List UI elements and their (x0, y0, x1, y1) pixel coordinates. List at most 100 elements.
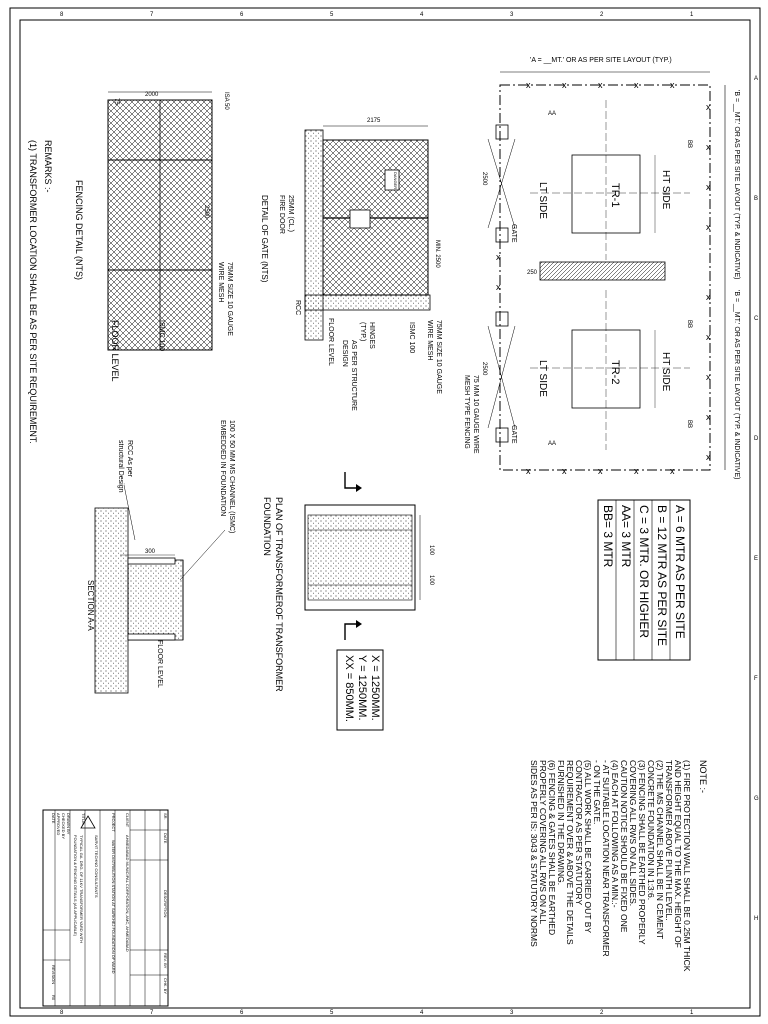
svg-text:(6) FENCING & GATES SHALL BE E: (6) FENCING & GATES SHALL BE EARTHED (547, 760, 557, 935)
svg-text:F: F (754, 676, 758, 682)
svg-text:AS PER STRUCTURE: AS PER STRUCTURE (350, 340, 357, 411)
svg-text:6: 6 (240, 1010, 244, 1016)
gate-1: 2500 GATE (481, 124, 517, 243)
gate-detail: DANGER 2175 MIN. 2500 25MM (CL.) FIRE DO… (260, 118, 442, 411)
svg-text:8: 8 (60, 1010, 64, 1016)
svg-text:DANGER: DANGER (393, 172, 398, 189)
svg-text:x: x (598, 80, 603, 90)
inner-border (19, 19, 751, 1009)
fencing-detail: 2000 75 2500 ISA 50 75MM SIZE 10 GAUGE W… (74, 91, 233, 382)
svg-text:x: x (706, 142, 711, 152)
svg-text:300: 300 (145, 549, 156, 555)
svg-text:B: B (754, 196, 758, 202)
svg-text:E: E (754, 556, 758, 562)
svg-text:x: x (706, 372, 711, 382)
svg-text:x: x (598, 466, 603, 476)
svg-text:2000: 2000 (145, 92, 159, 98)
svg-text:SIDES AS PER IS: 3043 & STATUT: SIDES AS PER IS: 3043 & STATUTORY NORMS (529, 760, 539, 947)
svg-text:ISMC 100: ISMC 100 (408, 322, 415, 353)
svg-text:DETAIL OF GATE (NTS): DETAIL OF GATE (NTS) (260, 195, 269, 283)
svg-text:(TYP.): (TYP.) (359, 322, 366, 341)
svg-text:X = 1250MM.: X = 1250MM. (369, 655, 381, 721)
svg-text:LT SIDE: LT SIDE (537, 360, 548, 397)
svg-text:H: H (754, 916, 758, 922)
notes: NOTE :- (1) FIRE PROTECTION WALL SHALL B… (529, 760, 708, 972)
svg-text:3: 3 (510, 12, 514, 18)
svg-text:REVISION: REVISION (51, 965, 56, 984)
svg-text:4: 4 (420, 1010, 424, 1016)
dim-a-label: 'A = __MT.' OR AS PER SITE LAYOUT (TYP.) (530, 57, 672, 64)
svg-text:(3) FENCING SHALL BE EARTHED P: (3) FENCING SHALL BE EARTHED PROPERLY (637, 760, 647, 945)
svg-text:75MM SIZE 10 GAUGE: 75MM SIZE 10 GAUGE (435, 320, 442, 394)
svg-text:BB: BB (686, 320, 692, 328)
svg-text:5: 5 (330, 12, 334, 18)
svg-text:x: x (706, 102, 711, 112)
svg-text:HT SIDE: HT SIDE (660, 352, 671, 392)
foundation-section-aa: 300 SECTION A-A FLOOR LEVEL RCC As per s… (86, 420, 235, 694)
svg-text:25MM (CL.): 25MM (CL.) (287, 195, 294, 232)
svg-text:A: A (754, 76, 758, 82)
svg-text:100: 100 (428, 575, 434, 586)
svg-text:FOUNDATION & FENCING DETAILS (: FOUNDATION & FENCING DETAILS (AS APPLICA… (73, 835, 78, 937)
svg-text:x: x (496, 252, 501, 262)
svg-text:PROPERLY COVERING ALL RWS ON A: PROPERLY COVERING ALL RWS ON ALL (538, 760, 548, 924)
title-block: SR. DATE DESCRIPTION REV. BY CHK. BY CLI… (42, 809, 169, 1007)
grid-labels-bottom: 8 7 6 5 4 3 2 1 (60, 1010, 694, 1016)
svg-text:x: x (496, 282, 501, 292)
svg-text:2: 2 (600, 12, 604, 18)
svg-text:TR-1: TR-1 (609, 183, 621, 207)
svg-text:XX = 850MM.: XX = 850MM. (343, 655, 355, 722)
svg-text:NOTE :-: NOTE :- (698, 760, 708, 793)
svg-text:FURNISHED IN THE DRAWING.: FURNISHED IN THE DRAWING. (556, 760, 566, 885)
svg-text:ISA 50: ISA 50 (223, 92, 229, 110)
grid-labels-top: 8 7 6 5 4 3 2 1 (60, 12, 694, 18)
svg-text:BB= 3 MTR: BB= 3 MTR (601, 505, 615, 568)
svg-text:x: x (706, 412, 711, 422)
svg-text:REV. BY: REV. BY (163, 953, 168, 969)
svg-text:REQUIREMENT OVER & ABOVE THE D: REQUIREMENT OVER & ABOVE THE DETAILS (565, 760, 575, 945)
svg-text:FLOOR LEVEL: FLOOR LEVEL (327, 318, 334, 366)
svg-text:75: 75 (113, 98, 119, 105)
svg-text:D: D (754, 436, 759, 442)
svg-text:SR.: SR. (163, 813, 168, 820)
svg-text:1: 1 (690, 12, 694, 18)
svg-text:WIRE MESH: WIRE MESH (217, 262, 224, 302)
svg-text:structural Design: structural Design (117, 440, 124, 493)
svg-text:SARVIT TECHNO CONSULTANTS: SARVIT TECHNO CONSULTANTS (94, 835, 99, 898)
svg-text:CAUTION NOTICE SHOULD BE FIXED: CAUTION NOTICE SHOULD BE FIXED ONE (619, 760, 629, 933)
svg-text:x: x (706, 292, 711, 302)
svg-text:HINGES: HINGES (368, 322, 375, 349)
svg-text:FLOOR LEVEL: FLOOR LEVEL (156, 640, 163, 688)
svg-text:FOUNDATION: FOUNDATION (262, 497, 272, 556)
svg-text:x: x (526, 80, 531, 90)
svg-text:COVERING ALL RWS ON ALL SIDES.: COVERING ALL RWS ON ALL SIDES. (628, 760, 638, 906)
svg-text:250: 250 (527, 270, 538, 276)
svg-text:A = 6 MTR AS PER SITE: A = 6 MTR AS PER SITE (673, 505, 687, 639)
svg-text:CHK. BY: CHK. BY (163, 978, 168, 994)
svg-text:x: x (670, 466, 675, 476)
svg-text:CHECKED BY: CHECKED BY (61, 813, 66, 839)
svg-text:x: x (706, 332, 711, 342)
foundation-plan: 100 100 PLAN OF TRANSFORMEROF TRANSFORME… (262, 472, 434, 692)
svg-text:TR-2: TR-2 (609, 360, 621, 384)
svg-text:FLOOR LEVEL: FLOOR LEVEL (110, 320, 120, 382)
svg-text:2175: 2175 (367, 118, 381, 124)
svg-text:CONTRACTOR AS PER STATUTORY: CONTRACTOR AS PER STATUTORY (574, 760, 584, 905)
svg-text:x: x (706, 222, 711, 232)
svg-text:B = 12 MTR AS PER SITE: B = 12 MTR AS PER SITE (655, 505, 669, 646)
svg-text:REMARKS :-: REMARKS :- (43, 140, 53, 193)
dim-b-label-2: 'B = __MT.' OR AS PER SITE LAYOUT (TYP. … (733, 290, 740, 479)
svg-text:G: G (754, 796, 759, 802)
svg-text:3: 3 (510, 1010, 514, 1016)
svg-text:100: 100 (428, 545, 434, 556)
svg-text:BB: BB (686, 140, 692, 148)
svg-text:x: x (706, 452, 711, 462)
svg-text:SECTION A-A: SECTION A-A (86, 580, 95, 631)
svg-text:x: x (706, 182, 711, 192)
svg-text:ISMC 100: ISMC 100 (158, 320, 165, 351)
svg-text:x: x (634, 466, 639, 476)
svg-text:TRANSFORMER ABOVE PLINTH LEVEL: TRANSFORMER ABOVE PLINTH LEVEL. (664, 760, 674, 921)
svg-text:EMBEDDED IN FOUNDATION: EMBEDDED IN FOUNDATION (219, 420, 226, 516)
svg-text:2500: 2500 (481, 172, 487, 186)
